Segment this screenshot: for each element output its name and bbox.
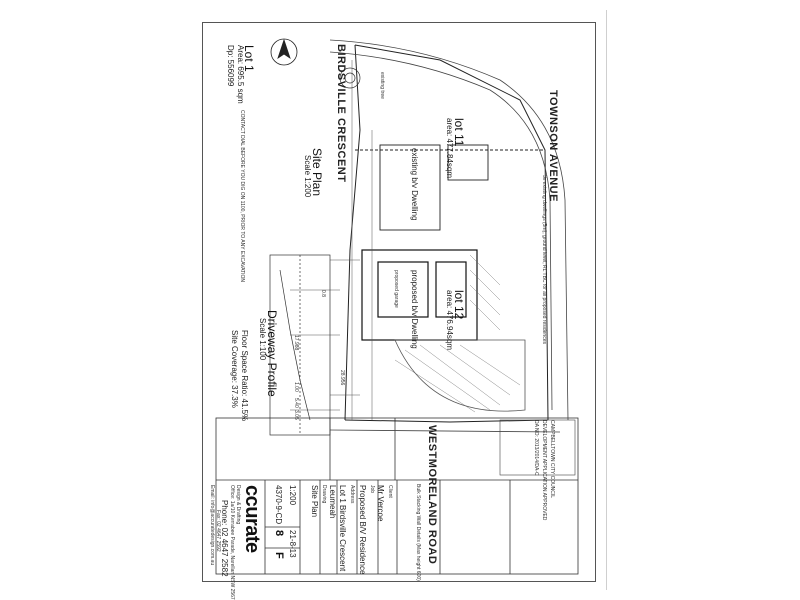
building-note: 3x existing dwellings (5m), ground level… [541, 175, 547, 344]
tree-symbols [339, 67, 361, 89]
lot12-area: area: 476.94sqm [445, 290, 454, 351]
lot11-title: lot 11 [452, 118, 466, 147]
job-name: Proposed B/V Residence [358, 485, 367, 575]
contact-note: CONTACT DIAL BEFORE YOU DIG ON 1100, PRI… [239, 110, 245, 282]
dimension-5: 3.05 [293, 410, 299, 420]
westmoreland-road-label: WESTMORELAND ROAD [426, 425, 438, 565]
lot1-dp: Dp: 556099 [226, 45, 235, 87]
lot11-area: area: 477.84sqm [445, 118, 454, 179]
drawing-name: Site Plan [310, 485, 319, 518]
address-line1: Lot 1 Birdsville Crescent [338, 485, 347, 572]
site-coverage: Site Coverage: 37.3% [230, 330, 239, 408]
stamp-date: DA NO: 2013/2014/DA-C [533, 420, 539, 476]
council-stamp-text: CAMPBELLTOWN CITY COUNCIL [549, 420, 555, 499]
sheet-number: 8 [273, 530, 285, 537]
date-value: 21-8-13 [288, 530, 297, 558]
dimension-4: 1.00 [293, 382, 299, 392]
company-email: Email: info@accuratedesign.com.au [209, 485, 215, 566]
client-name: Mr Vercoe [376, 485, 385, 522]
lot12-title: lot 12 [452, 290, 466, 320]
dimension-6: 0.8 [320, 290, 326, 297]
title-block-frame [215, 417, 579, 575]
company-address: Office: 1a/10 Kerrabee Parade, Narellan … [229, 485, 235, 600]
townson-avenue-label: TOWNSON AVENUE [547, 90, 559, 202]
existing-dwelling-label: existing b/v Dwelling [410, 148, 419, 221]
drawing-label: Drawing [321, 485, 327, 504]
north-arrow-icon [270, 38, 298, 66]
dimension-1: 28.956 [339, 370, 345, 386]
council-stamp-box [499, 419, 576, 476]
company-logo: ccurate [241, 485, 263, 553]
lot1-area: Area: 695.5 sqm [236, 45, 245, 104]
address-label: Address [349, 485, 355, 504]
existing-dwelling-footprint [379, 144, 489, 231]
approval-text: DEVELOPMENT APPLICATION APPROVED [541, 420, 547, 521]
hatched-area [394, 254, 526, 413]
company-fax: Fax: 02 4647 2592 [215, 510, 221, 552]
scale-value: 1:200 [288, 485, 297, 506]
birdsville-crescent-label: BIRDSVILLE CRESCENT [335, 44, 347, 183]
drawing-number: 4370-9-CD [274, 485, 283, 525]
scan-edge-line [606, 10, 607, 590]
job-label: Job [369, 485, 375, 494]
company-phone: Phone: 02 4647 2582 [220, 500, 229, 577]
site-plan-sheet [202, 22, 596, 582]
company-tagline: Design & Drafting [235, 485, 241, 525]
road-kerbs [329, 39, 569, 433]
proposed-garage-label: proposed garage [393, 270, 399, 308]
site-plan-scale: Scale 1:200 [303, 155, 312, 198]
revision-letter: F [273, 552, 285, 559]
retaining-wall-note: Bulk Stacking Wall Details (Max height 6… [415, 484, 421, 581]
driveway-profile-scale: Scale 1:100 [258, 318, 267, 361]
tree-note: existing tree [379, 72, 385, 99]
site-boundary [344, 44, 549, 423]
driveway-profile-title: Driveway Profile [265, 310, 279, 397]
site-plan-title: Site Plan [310, 148, 324, 197]
address-line2: Leumeah [328, 485, 337, 519]
floor-space-ratio: Floor Space Ratio: 41.5% [240, 330, 249, 422]
client-label: Client [387, 485, 393, 498]
driveway-profile-graph [269, 254, 331, 436]
dimension-2: 17.988 [293, 335, 299, 351]
dimension-lines [290, 60, 373, 420]
proposed-dwelling-label: proposed b/v Dwelling [410, 270, 419, 349]
dimension-3: 5.40 [293, 398, 299, 408]
